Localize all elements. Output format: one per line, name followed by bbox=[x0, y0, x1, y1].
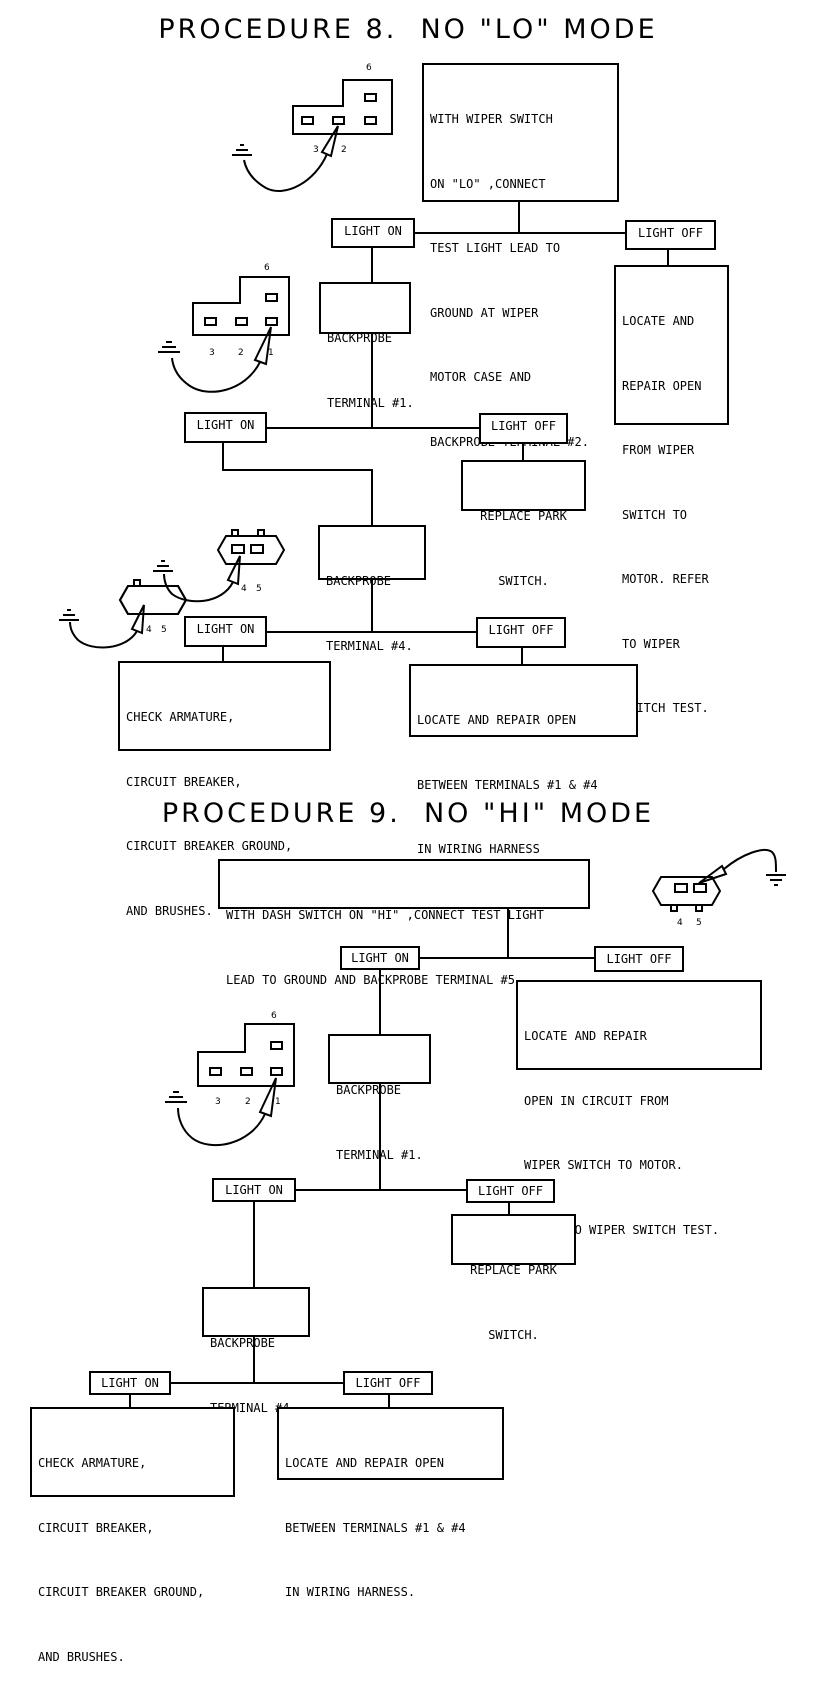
p8-light-on-3: LIGHT ON bbox=[184, 616, 267, 647]
p9-light-off-3: LIGHT OFF bbox=[343, 1371, 433, 1395]
p8-backprobe-1-line: BACKPROBE bbox=[327, 331, 393, 345]
procedure-8-title: PROCEDURE 8. NO "LO" MODE bbox=[158, 14, 658, 45]
p9-start-instruction: WITH DASH SWITCH ON "HI" ,CONNECT TEST L… bbox=[218, 859, 590, 987]
p9-on-3-line: CIRCUIT BREAKER, bbox=[38, 1520, 154, 1535]
p8-off-2-line: SWITCH. bbox=[498, 573, 549, 588]
p8-start-line: TEST LIGHT LEAD TO bbox=[430, 241, 561, 255]
p8-light-on-2: LIGHT ON bbox=[184, 412, 267, 443]
p8-connector-a-icon: 6 3 2 bbox=[232, 63, 393, 192]
p9-connector-c-plug-icon bbox=[120, 585, 187, 614]
p8-off-1-line: SWITCH TO bbox=[622, 507, 688, 522]
p8-start-line: GROUND AT WIPER bbox=[430, 305, 539, 320]
p8-backprobe-1: BACKPROBE TERMINAL #1. bbox=[319, 282, 414, 410]
p9-start-line: WITH DASH SWITCH ON "HI" ,CONNECT TEST L… bbox=[226, 908, 544, 922]
p9-off-1-line: LOCATE AND REPAIR bbox=[524, 1029, 647, 1043]
p8-connector-b-label-top: 6 bbox=[264, 263, 270, 273]
p9-on-3-line: AND BRUSHES. bbox=[38, 1649, 125, 1664]
p8-start-line: MOTOR CASE AND bbox=[430, 370, 532, 384]
p8-flow-lines bbox=[222, 202, 669, 664]
p9-connector-b-label-left: 3 bbox=[215, 1097, 221, 1107]
p8-on-3-line: CHECK ARMATURE, bbox=[126, 710, 235, 724]
p9-off-1-line: WIPER SWITCH TO MOTOR. bbox=[524, 1158, 683, 1172]
p8-start-line: WITH WIPER SWITCH bbox=[430, 112, 553, 126]
procedure-9-title: PROCEDURE 9. NO "HI" MODE bbox=[161, 798, 655, 829]
p9-flow-lines bbox=[129, 908, 595, 1407]
p8-off-1-line: MOTOR. REFER bbox=[622, 572, 709, 586]
p9-off-2-line: REPLACE PARK bbox=[470, 1263, 557, 1277]
p9-connector-b-icon: 6 3 2 1 bbox=[165, 1011, 295, 1147]
p8-connector-c-label-left: 4 bbox=[241, 584, 247, 594]
p8-off-1-line: LOCATE AND bbox=[622, 314, 695, 328]
p8-on-3-action: CHECK ARMATURE, CIRCUIT BREAKER, CIRCUIT… bbox=[118, 661, 331, 918]
p9-connector-b-label-right: 1 bbox=[275, 1097, 281, 1107]
p8-off-1-line: REPAIR OPEN bbox=[622, 378, 702, 393]
p9-backprobe-2-line: BACKPROBE bbox=[210, 1336, 276, 1350]
p9-connector-a-label-left: 4 bbox=[677, 918, 683, 928]
p9-off-3-line: LOCATE AND REPAIR OPEN bbox=[285, 1456, 444, 1470]
p8-connector-b-icon: 6 3 2 1 bbox=[158, 263, 290, 393]
p9-connector-c-final: 4 5 bbox=[59, 585, 187, 649]
p9-backprobe-1: BACKPROBE TERMINAL #1. bbox=[328, 1034, 431, 1162]
p9-light-on-2: LIGHT ON bbox=[212, 1178, 296, 1202]
p8-on-3-line: AND BRUSHES. bbox=[126, 903, 213, 918]
p8-start-line: ON "LO" ,CONNECT bbox=[430, 176, 546, 191]
p8-off-2-line: REPLACE PARK bbox=[480, 509, 567, 523]
p9-connector-b-label-mid: 2 bbox=[245, 1097, 251, 1107]
p9-connector-a-icon: 4 5 bbox=[651, 849, 786, 928]
p8-off-1-line: FROM WIPER bbox=[622, 443, 695, 457]
p9-backprobe-1-line: TERMINAL #1. bbox=[336, 1147, 423, 1162]
p9-on-3-line: CHECK ARMATURE, bbox=[38, 1456, 147, 1470]
p9-light-on-3: LIGHT ON bbox=[89, 1371, 171, 1395]
p8-backprobe-2: BACKPROBE TERMINAL #4. bbox=[318, 525, 426, 653]
p8-light-off-3: LIGHT OFF bbox=[476, 617, 566, 648]
p9-connector-c-shape-icon bbox=[118, 585, 188, 615]
p8-off-1-line: TO WIPER bbox=[622, 636, 680, 651]
p8-connector-a-label-right: 2 bbox=[341, 145, 347, 155]
p8-off-3-line: LOCATE AND REPAIR OPEN bbox=[417, 713, 576, 727]
p8-connector-b-label-mid: 2 bbox=[238, 348, 244, 358]
p8-off-2-action: REPLACE PARK SWITCH. bbox=[461, 460, 586, 588]
p8-light-off-1: LIGHT OFF bbox=[625, 220, 716, 250]
p9-connector-c-wire-icon bbox=[59, 604, 145, 649]
p8-connector-c-label-right: 5 bbox=[256, 584, 262, 594]
p8-light-on-1: LIGHT ON bbox=[331, 218, 415, 248]
p8-connector-b-label-right: 1 bbox=[268, 348, 274, 358]
p8-on-3-line: CIRCUIT BREAKER, bbox=[126, 774, 242, 789]
p9-off-3-line: IN WIRING HARNESS. bbox=[285, 1585, 416, 1599]
p8-connector-c-icon: 4 5 bbox=[153, 529, 286, 603]
p8-backprobe-2-line: TERMINAL #4. bbox=[326, 638, 413, 653]
p9-start-line: LEAD TO GROUND AND BACKPROBE TERMINAL #5… bbox=[226, 972, 523, 987]
p8-off-1-action: LOCATE AND REPAIR OPEN FROM WIPER SWITCH… bbox=[614, 265, 729, 715]
p8-connector-a-label-top: 6 bbox=[366, 63, 372, 73]
p8-off-3-action: LOCATE AND REPAIR OPEN BETWEEN TERMINALS… bbox=[409, 664, 638, 856]
p8-start-instruction: WITH WIPER SWITCH ON "LO" ,CONNECT TEST … bbox=[422, 63, 619, 449]
p9-off-1-line: OPEN IN CIRCUIT FROM bbox=[524, 1093, 669, 1108]
p9-on-3-line: CIRCUIT BREAKER GROUND, bbox=[38, 1585, 205, 1599]
p8-off-3-line: BETWEEN TERMINALS #1 & #4 bbox=[417, 777, 598, 792]
p9-connector-c-label-right: 5 bbox=[161, 625, 167, 635]
p8-connector-a-label-left: 3 bbox=[313, 145, 319, 155]
p8-backprobe-2-line: BACKPROBE bbox=[326, 574, 392, 588]
p9-light-off-2: LIGHT OFF bbox=[466, 1179, 555, 1203]
p8-off-3-line: IN WIRING HARNESS bbox=[417, 842, 540, 856]
p8-on-3-line: CIRCUIT BREAKER GROUND, bbox=[126, 839, 293, 853]
p9-off-2-action: REPLACE PARK SWITCH. bbox=[451, 1214, 576, 1342]
p9-off-3-line: BETWEEN TERMINALS #1 & #4 bbox=[285, 1520, 466, 1535]
p9-connector-a-label-right: 5 bbox=[696, 918, 702, 928]
p9-light-off-1: LIGHT OFF bbox=[594, 946, 684, 972]
p9-connector-c-layer bbox=[118, 585, 188, 615]
p9-connector-c-label-left: 4 bbox=[146, 625, 152, 635]
p9-light-on-1: LIGHT ON bbox=[340, 946, 420, 970]
p9-backprobe-1-line: BACKPROBE bbox=[336, 1083, 402, 1097]
p9-off-2-line: SWITCH. bbox=[488, 1327, 539, 1342]
p8-light-off-2: LIGHT OFF bbox=[479, 413, 568, 444]
p9-connector-b-label-top: 6 bbox=[271, 1011, 277, 1021]
p8-connector-b-label-left: 3 bbox=[209, 348, 215, 358]
